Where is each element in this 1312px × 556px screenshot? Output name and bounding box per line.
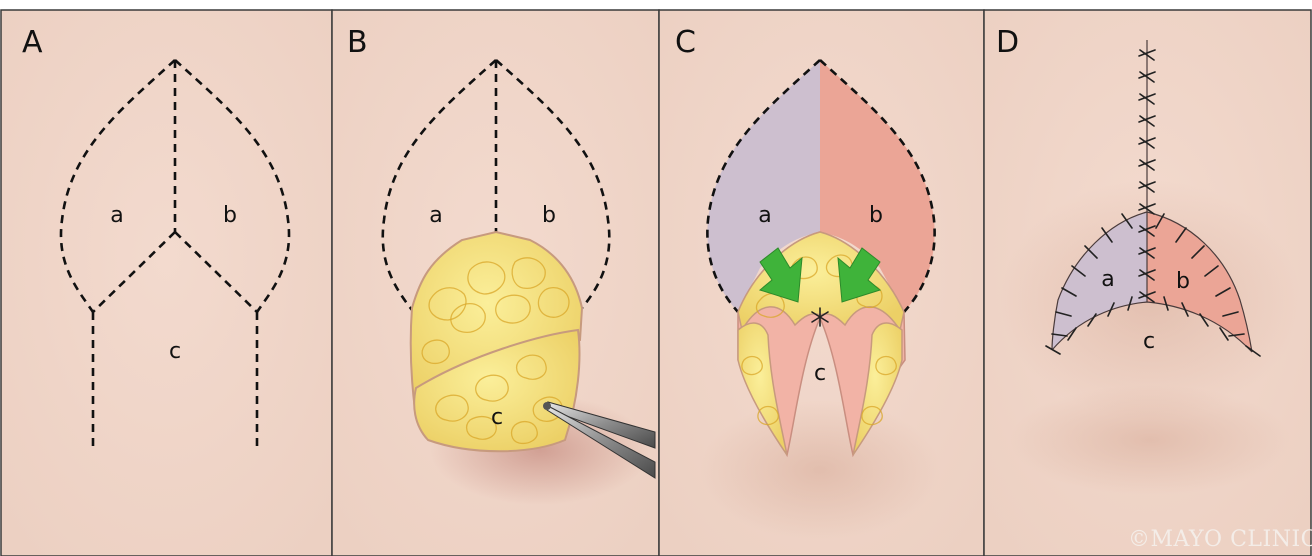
panel-c-shadow: [700, 400, 940, 540]
panel-b-label-c: c: [491, 405, 503, 430]
panel-a-letter: A: [22, 25, 43, 60]
panel-d-letter: D: [996, 25, 1019, 60]
panel-d-label-b: b: [1176, 269, 1190, 294]
panel-a-label-a: a: [110, 203, 123, 228]
panel-d: D a b c ©MAYO CLINIC: [984, 10, 1312, 556]
panel-c: C a b c: [659, 10, 984, 556]
panel-b-letter: B: [347, 25, 368, 60]
panel-c-label-a: a: [758, 203, 771, 228]
panel-a: A a b c: [1, 10, 332, 556]
panel-d-lower-shadow: [1010, 385, 1290, 495]
panel-d-label-c: c: [1143, 329, 1155, 354]
panel-b: B a: [332, 10, 659, 556]
panel-c-letter: C: [675, 25, 696, 60]
panel-a-label-b: b: [223, 203, 237, 228]
copyright-credit: ©MAYO CLINIC: [1128, 527, 1312, 552]
panel-b-label-b: b: [542, 203, 556, 228]
panel-c-label-b: b: [869, 203, 883, 228]
panel-b-label-a: a: [429, 203, 442, 228]
panel-a-background: [1, 10, 332, 556]
panel-a-label-c: c: [169, 339, 181, 364]
panel-c-label-c: c: [814, 361, 826, 386]
panel-d-label-a: a: [1101, 267, 1114, 292]
